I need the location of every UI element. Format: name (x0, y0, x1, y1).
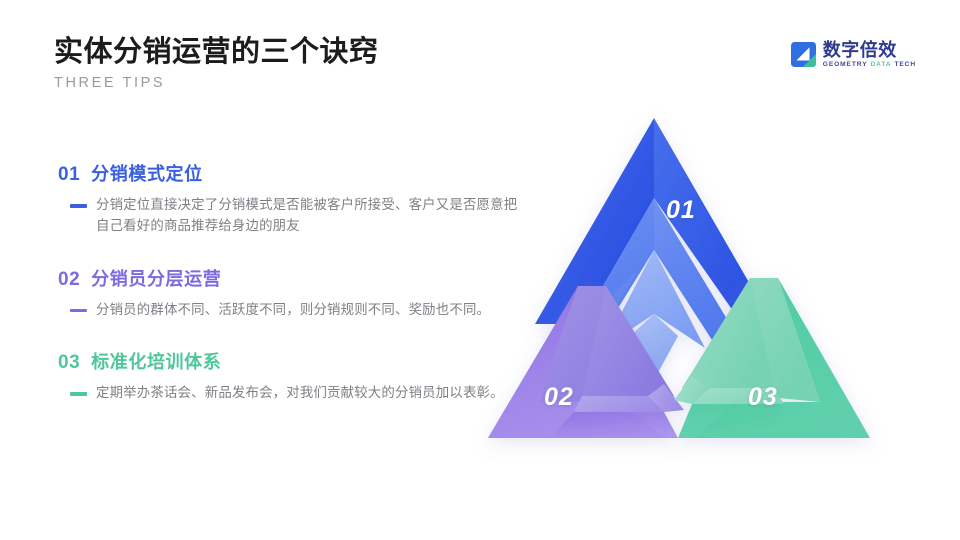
logo-en-tech: TECH (894, 61, 916, 68)
logo-cn-name: 数字倍效 (822, 40, 897, 60)
tip-number: 01 (58, 164, 81, 185)
tip-title: 标准化培训体系 (91, 352, 222, 373)
brand-logo: 数字倍效 GEOMETRY DATA TECH (790, 41, 916, 69)
tip-text: 分销定位直接决定了分销模式是否能被客户所接受、客户又是否愿意把自己看好的商品推荐… (96, 197, 518, 233)
tip-body: 分销定位直接决定了分销模式是否能被客户所接受、客户又是否愿意把自己看好的商品推荐… (58, 195, 528, 237)
three-chevron-triangle-graphic: 01 02 03 (478, 100, 888, 460)
dash-marker-icon (70, 392, 87, 396)
tip-number: 03 (58, 352, 81, 374)
logo-en-name: GEOMETRY DATA TECH (822, 61, 916, 69)
dash-marker-icon (70, 308, 87, 313)
tip-header: 03 标准化培训体系 (58, 348, 528, 374)
tips-list: 01 分销模式定位 分销定位直接决定了分销模式是否能被客户所接受、客户又是否愿意… (58, 160, 528, 404)
geometry-logo-mark-icon (790, 42, 816, 68)
page-title: 实体分销运营的三个诀窍 (54, 36, 379, 68)
logo-en-geometry: GEOMETRY (822, 61, 868, 68)
tip-header: 02 分销员分层运营 (58, 265, 528, 291)
tip-title: 分销模式定位 (91, 164, 203, 184)
page-subtitle: THREE TIPS (54, 75, 166, 92)
tip-text: 分销员的群体不同、活跃度不同，则分销规则不同、奖励也不同。 (96, 301, 491, 317)
list-item: 03 标准化培训体系 定期举办茶话会、新品发布会，对我们贡献较大的分销员加以表彰… (58, 348, 528, 404)
logo-en-data: DATA (870, 61, 892, 68)
tip-header: 01 分销模式定位 (58, 160, 528, 186)
tip-text: 定期举办茶话会、新品发布会，对我们贡献较大的分销员加以表彰。 (96, 385, 504, 401)
tip-title: 分销员分层运营 (91, 268, 222, 289)
list-item: 02 分销员分层运营 分销员的群体不同、活跃度不同，则分销规则不同、奖励也不同。 (58, 265, 528, 321)
tip-number: 02 (58, 268, 81, 290)
tip-body: 分销员的群体不同、活跃度不同，则分销规则不同、奖励也不同。 (58, 300, 528, 321)
slide-header: 实体分销运营的三个诀窍 THREE TIPS (54, 36, 379, 91)
list-item: 01 分销模式定位 分销定位直接决定了分销模式是否能被客户所接受、客户又是否愿意… (58, 160, 528, 237)
chevron-03 (674, 278, 870, 438)
logo-text: 数字倍效 GEOMETRY DATA TECH (823, 41, 916, 69)
tip-body: 定期举办茶话会、新品发布会，对我们贡献较大的分销员加以表彰。 (58, 383, 528, 404)
dash-marker-icon (70, 204, 87, 208)
chevron-02 (488, 286, 684, 438)
